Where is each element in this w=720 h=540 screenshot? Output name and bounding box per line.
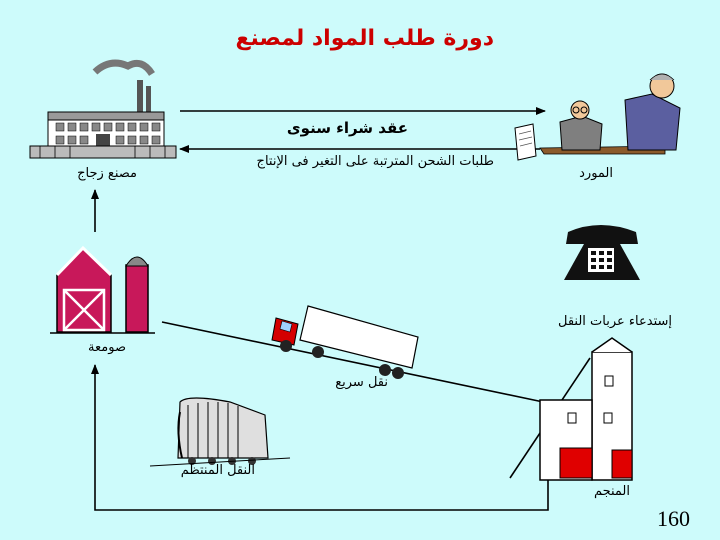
regular-transport-label: النقل المنتظم	[180, 463, 255, 478]
silo-label: صومعة	[88, 340, 126, 355]
supplier-label: المورد	[579, 166, 613, 181]
mine-building-icon	[539, 337, 633, 481]
factory-icon	[29, 59, 177, 159]
train-icon	[149, 397, 291, 467]
fast-transport-line	[161, 321, 549, 404]
glass-factory-label: مصنع زجاج	[77, 166, 137, 181]
contract-label: عقد شراء سنوى	[286, 119, 408, 137]
diagram-title: دورة طلب المواد لمصنع	[235, 26, 494, 51]
truck-icon	[271, 305, 419, 379]
fast-transport-label: نقل سريع	[335, 375, 388, 390]
barn-icon	[50, 245, 155, 334]
mine-label: المنجم	[593, 484, 630, 499]
page-number: 160	[657, 506, 690, 531]
telephone-icon	[564, 225, 640, 280]
businessman-icon	[514, 73, 681, 161]
shipping-requests-label: طلبات الشحن المترتبة على التغير فى الإنت…	[256, 154, 494, 169]
regular-transport-path	[91, 364, 549, 511]
call-trucks-label: إستدعاء عربات النقل	[557, 314, 672, 329]
